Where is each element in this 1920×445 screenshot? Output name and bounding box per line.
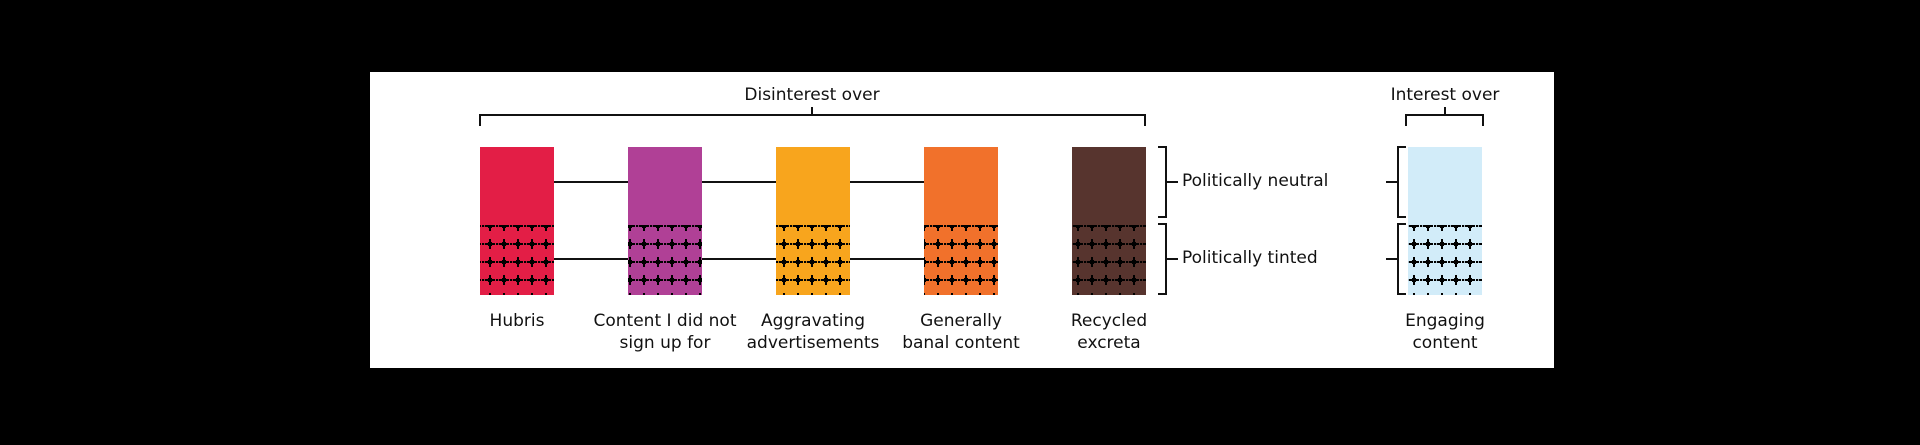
interest-title: Interest over (1390, 85, 1500, 105)
bar-recycled-excreta-tinted (1072, 225, 1146, 295)
bar-hubris-tinted (480, 225, 554, 295)
bar-not-signed-up-tinted (628, 225, 702, 295)
neutral-bracket-left (1158, 146, 1178, 218)
item-label-not-signed-up: Content I did not sign up for (593, 311, 737, 353)
bar-engaging-content-tinted (1408, 225, 1482, 295)
item-label-engaging-content: Engaging content (1405, 311, 1485, 353)
diagram-panel: Disinterest over Interest over Political… (370, 72, 1554, 368)
bar-banal-content-tinted (924, 225, 998, 295)
bar-aggravating-ads-tinted (776, 225, 850, 295)
diagram-svg (479, 107, 1484, 295)
disinterest-title: Disinterest over (744, 85, 880, 105)
item-label-recycled-excreta: Recycled excreta (1070, 311, 1148, 353)
item-label-banal-content: Generally banal content (902, 311, 1020, 353)
item-label-aggravating-ads: Aggravating advertisements (746, 311, 880, 353)
tinted-bracket-left (1158, 223, 1178, 295)
category-neutral-label: Politically neutral (1182, 171, 1329, 191)
item-label-hubris: Hubris (489, 311, 545, 331)
interest-bracket (1405, 107, 1484, 126)
disinterest-bracket (479, 107, 1146, 126)
category-tinted-label: Politically tinted (1182, 248, 1318, 268)
tinted-bracket-right (1386, 223, 1406, 295)
neutral-bracket-right (1386, 146, 1406, 218)
